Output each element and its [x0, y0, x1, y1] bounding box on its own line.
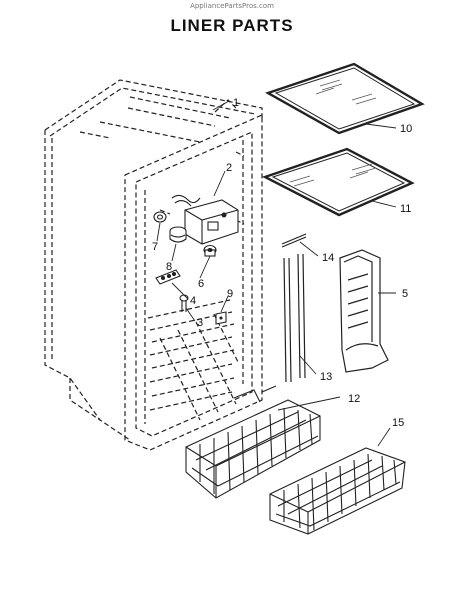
callout-11: 11: [400, 203, 411, 215]
callout-8: 8: [166, 261, 172, 273]
control-strip: [155, 269, 181, 285]
callout-13: 13: [320, 371, 332, 383]
wire-basket-large: [185, 385, 321, 499]
side-trim-cover: [339, 249, 389, 373]
shelf-glass-bottom: [261, 147, 415, 217]
callout-5: 5: [402, 288, 408, 300]
callout-9: 9: [227, 288, 233, 300]
callout-7: 7: [152, 241, 158, 253]
leader-lines: [156, 100, 397, 447]
door-switch: [203, 244, 217, 257]
callout-2: 2: [226, 162, 232, 174]
callout-14: 14: [322, 252, 334, 264]
callout-6: 6: [198, 278, 204, 290]
freezer-liner: [44, 79, 263, 451]
bulb-socket: [153, 211, 187, 243]
small-plate: [215, 311, 227, 325]
diagram-title: LINER PARTS: [170, 16, 294, 35]
callout-10: 10: [400, 123, 412, 135]
watermark: AppliancePartsPros.com: [190, 2, 274, 10]
callout-12: 12: [348, 393, 360, 405]
shelf-glass-top: [265, 62, 425, 135]
callout-3: 3: [197, 317, 203, 329]
callout-1: 1: [233, 97, 239, 109]
shelf-rails: [281, 233, 307, 383]
callout-15: 15: [392, 417, 404, 429]
wire-basket-small: [269, 447, 406, 535]
callout-4: 4: [190, 295, 196, 307]
